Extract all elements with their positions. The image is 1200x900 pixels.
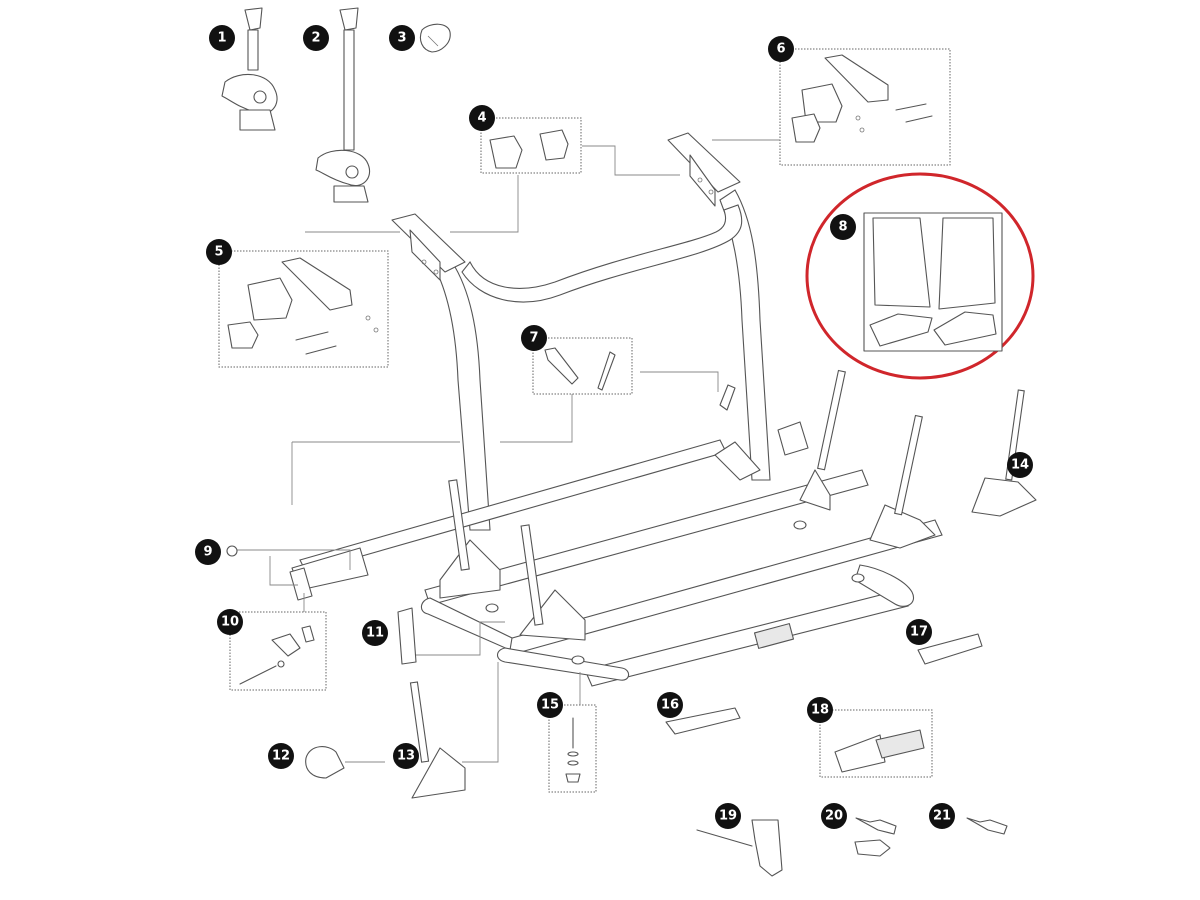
callout-14[interactable]: 14 [1007,452,1033,478]
svg-text:11: 11 [366,626,384,641]
svg-text:3: 3 [397,31,406,46]
upper-frame [391,132,771,531]
callout-19[interactable]: 19 [715,803,741,829]
svg-text:9: 9 [203,545,212,560]
svg-text:5: 5 [214,245,223,260]
svg-text:17: 17 [910,625,928,640]
svg-text:19: 19 [719,809,737,824]
callout-17[interactable]: 17 [906,619,932,645]
svg-text:12: 12 [272,749,290,764]
callout-9[interactable]: 9 [195,539,221,565]
svg-text:1: 1 [217,31,226,46]
svg-text:18: 18 [811,703,829,718]
callout-13[interactable]: 13 [393,743,419,769]
part-7-clips [532,337,633,395]
svg-text:7: 7 [529,331,538,346]
svg-text:6: 6 [776,42,785,57]
callout-18[interactable]: 18 [807,697,833,723]
svg-text:20: 20 [825,809,843,824]
svg-text:15: 15 [541,698,559,713]
part-5-left-bracket [218,250,389,368]
callout-7[interactable]: 7 [521,325,547,351]
svg-text:8: 8 [838,220,847,235]
mounted-wheel-holders [439,369,936,641]
part-17-rail-end [917,633,983,665]
callout-11[interactable]: 11 [362,620,388,646]
part-12-endcap [305,746,345,779]
part-21-key [966,817,1008,835]
svg-text:21: 21 [933,809,951,824]
part-14-wheel-holder [971,389,1037,517]
part-20-key-lock [854,817,897,857]
highlight-circle [805,172,1035,380]
callout-6[interactable]: 6 [768,36,794,62]
callout-16[interactable]: 16 [657,692,683,718]
callout-10[interactable]: 10 [217,609,243,635]
part-13-wheel-holder [409,681,466,799]
callout-5[interactable]: 5 [206,239,232,265]
part-3-buckle [419,23,451,53]
callout-2[interactable]: 2 [303,25,329,51]
part-6-right-bracket [779,48,951,166]
part-18-handle-kit [819,709,933,778]
part-4-caps [480,117,582,174]
callout-4[interactable]: 4 [469,105,495,131]
svg-text:13: 13 [397,749,415,764]
svg-text:2: 2 [311,31,320,46]
part-15-bolt-kit [548,704,597,793]
svg-text:10: 10 [221,615,239,630]
callouts: 1 2 3 4 5 6 7 8 9 10 11 12 13 14 15 16 1… [195,25,1033,829]
part-2-long-arm [315,7,370,203]
part-16-rail-cover [665,707,741,735]
base-platform [289,439,943,687]
svg-text:16: 16 [661,698,679,713]
callout-3[interactable]: 3 [389,25,415,51]
callout-15[interactable]: 15 [537,692,563,718]
part-10-hinge-kit [229,611,327,691]
leader-lines [235,139,780,763]
part-19-lock-pin [696,819,783,877]
part-8-pads-sheet [805,172,1035,380]
part-1-short-arm [221,7,278,131]
callout-12[interactable]: 12 [268,743,294,769]
callout-8[interactable]: 8 [830,214,856,240]
part-11-strap [397,607,417,665]
callout-21[interactable]: 21 [929,803,955,829]
part-9-plug [226,545,238,557]
svg-text:14: 14 [1011,458,1029,473]
callout-1[interactable]: 1 [209,25,235,51]
svg-text:4: 4 [477,111,486,126]
callout-20[interactable]: 20 [821,803,847,829]
